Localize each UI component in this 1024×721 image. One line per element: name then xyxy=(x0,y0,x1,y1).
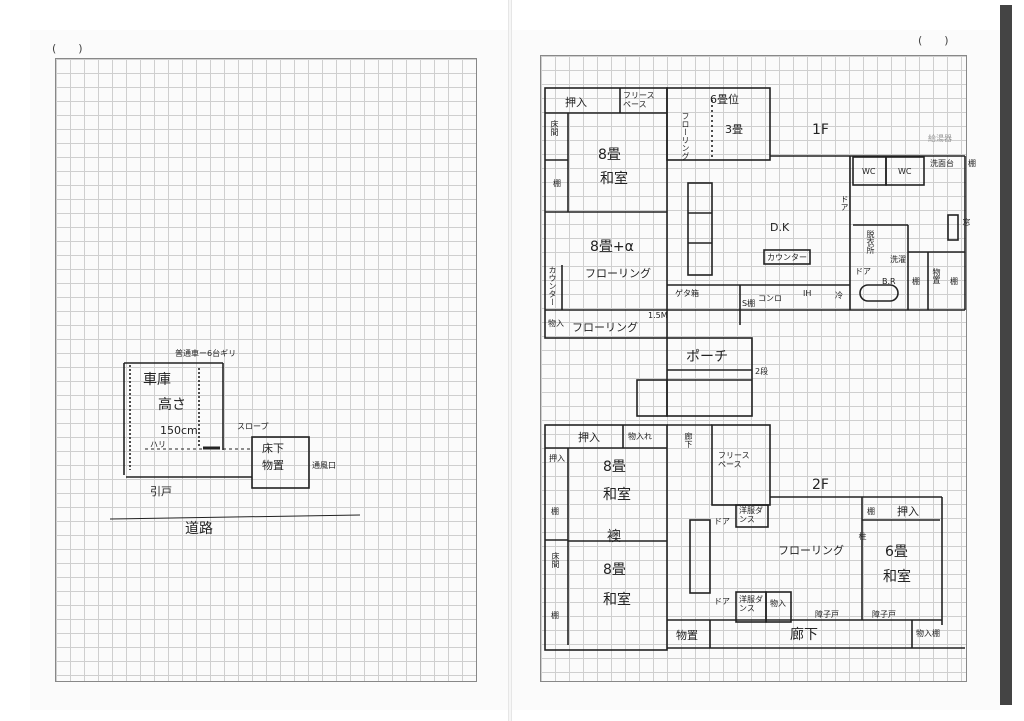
f2-washitsu-b: 和室 xyxy=(603,592,631,608)
road-label: 道路 xyxy=(185,521,213,537)
f1-tokonoma: 床間 xyxy=(550,120,559,136)
f1-shelf: 棚 xyxy=(553,179,561,188)
f1-door: ドア xyxy=(855,267,871,276)
floor2-walls xyxy=(544,424,965,651)
f2-room6: 6畳 xyxy=(885,544,908,560)
f2-room8-a: 8畳 xyxy=(603,459,626,475)
f1-bath: B.R xyxy=(882,277,896,286)
f1-flooring2: フローリング xyxy=(572,321,638,334)
f2-shelf2: 棚 xyxy=(551,611,559,620)
garage-walls xyxy=(109,362,361,520)
f2-door: ドア xyxy=(714,517,730,526)
f1-window: 窓 xyxy=(962,218,971,226)
f2-closet-vertical: 押入 xyxy=(549,454,565,463)
f1-door2: ドア xyxy=(840,195,849,211)
f1-room8: 8畳 xyxy=(598,147,621,163)
f2-closet2: 押入 xyxy=(897,505,919,518)
f2-tokonoma: 床間 xyxy=(551,552,560,568)
f1-free-space: フリースペース xyxy=(623,91,655,109)
f2-door2: ドア xyxy=(714,597,730,606)
f1-dressing-room: 脱衣所 xyxy=(866,230,875,254)
f2-room8-b: 8畳 xyxy=(603,562,626,578)
f1-porch: ポーチ xyxy=(686,349,728,365)
car-type-note: 普通車ー6台ギリ xyxy=(175,349,237,358)
f2-closet: 押入 xyxy=(578,431,600,444)
sliding-door-label: 引戸 xyxy=(150,485,172,498)
f1-measure: 1.5M xyxy=(648,311,668,320)
f1-wc2: WC xyxy=(898,167,912,176)
book-spine xyxy=(508,0,512,721)
f1-stove: コンロ xyxy=(758,294,782,303)
f1-flooring-vertical: フローリング xyxy=(681,112,690,160)
floor2-title: 2F xyxy=(812,477,829,493)
f2-partition2: 障子戸 xyxy=(872,610,896,619)
f1-flooring: フローリング xyxy=(585,267,651,280)
left-storage-label: 物置 xyxy=(262,459,284,472)
f1-shoe-shelf: ゲタ箱 xyxy=(675,289,699,298)
f2-corridor: 廊下 xyxy=(790,627,818,643)
f1-water-heater: 給湯器 xyxy=(928,134,952,143)
f2-storage: 物置 xyxy=(676,629,698,642)
f2-partition1: 障子戸 xyxy=(815,610,839,619)
f2-wardrobe1: 洋服ダンス xyxy=(739,506,763,524)
f2-shelf: 棚 xyxy=(551,507,559,516)
f1-room6: 6畳位 xyxy=(710,93,739,106)
f2-pillar: 柱 xyxy=(858,532,867,540)
left-grid xyxy=(55,58,477,682)
f2-closet-small: 物入れ xyxy=(628,432,652,441)
f1-room8-plus: 8畳+α xyxy=(590,239,634,255)
f1-dining-kitchen: D.K xyxy=(770,221,790,234)
garage-label: 車庫 xyxy=(143,372,171,388)
f2-shelf3: 棚 xyxy=(867,507,875,516)
f1-counter-vertical: カウンター xyxy=(548,266,557,306)
f2-washitsu-a: 和室 xyxy=(603,487,631,503)
floor1-title: 1F xyxy=(812,122,829,138)
slope-label: スロープ xyxy=(237,422,269,431)
left-page-header: ( ) xyxy=(52,42,83,55)
f1-laundry: 洗濯 xyxy=(890,255,906,264)
vent-label: 通風口 xyxy=(312,461,336,470)
f2-closet-shelf: 物入棚 xyxy=(916,629,940,638)
f1-shelf3: 棚 xyxy=(912,277,920,286)
f1-storage: 物置 xyxy=(932,268,941,284)
f2-washitsu-c: 和室 xyxy=(883,569,911,585)
f2-flooring: フローリング xyxy=(778,544,844,557)
floor1-walls xyxy=(544,87,966,417)
f1-closet: 押入 xyxy=(565,96,587,109)
f2-corridor-top: 廊下 xyxy=(684,432,693,448)
f1-room3: 3畳 xyxy=(725,123,743,136)
f1-washbasin: 洗面台 xyxy=(930,159,954,168)
f2-closet3: 物入 xyxy=(770,599,786,608)
under-floor-label: 床下 xyxy=(262,442,284,455)
f1-shelf4: 棚 xyxy=(950,277,958,286)
height-value: 150cm xyxy=(160,424,198,437)
f1-s-shelf: S棚 xyxy=(742,299,756,308)
f1-washitsu: 和室 xyxy=(600,171,628,187)
f1-steps: 2段 xyxy=(755,367,769,376)
right-page-header: ( ) xyxy=(918,34,949,47)
height-label: 高さ xyxy=(158,397,186,413)
f2-wardrobe2: 洋服ダンス xyxy=(739,595,763,613)
f2-free-space: フリースペース xyxy=(718,451,750,469)
scan-edge xyxy=(1000,5,1012,705)
f1-counter: カウンター xyxy=(767,253,807,262)
f2-fusuma: 襖 xyxy=(607,529,621,545)
f1-fridge: 冷 xyxy=(835,291,843,300)
f1-ih: IH xyxy=(803,289,812,298)
f1-closet2: 物入 xyxy=(548,319,564,328)
f1-shelf2: 棚 xyxy=(968,159,976,168)
f1-wc1: WC xyxy=(862,167,876,176)
beam-label: ハリ xyxy=(150,440,166,449)
